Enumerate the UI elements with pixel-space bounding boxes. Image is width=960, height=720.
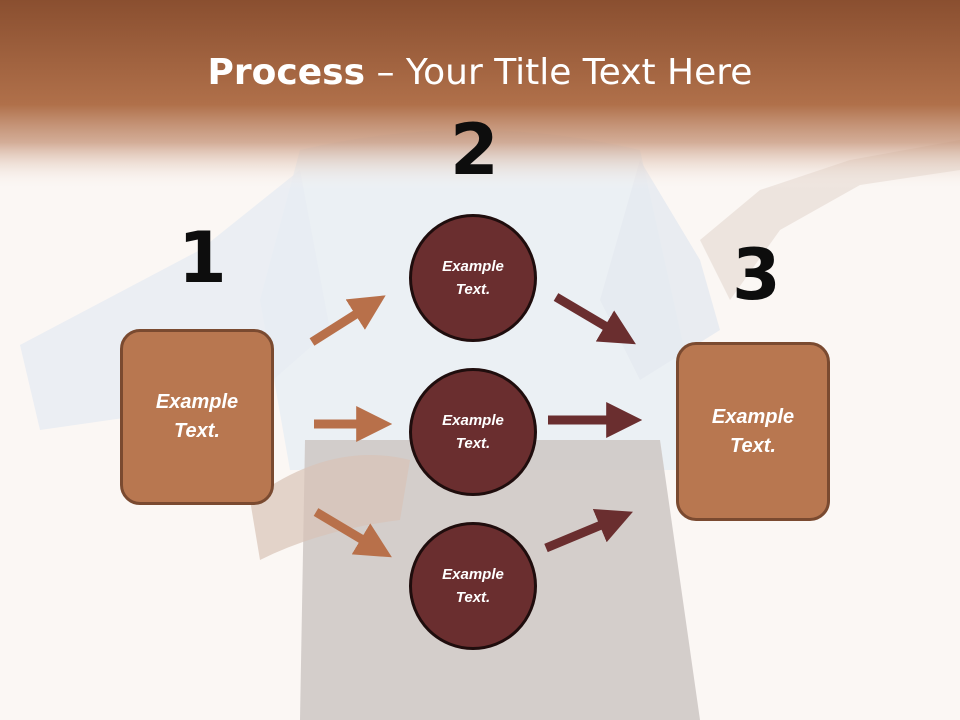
step-1-box: Example Text. xyxy=(120,329,274,505)
step-1-box-text: Example Text. xyxy=(155,391,239,442)
header-band xyxy=(0,0,960,190)
circle-middle-text: Example Text. xyxy=(442,412,504,452)
step-2-circle-top: Example Text. xyxy=(409,214,537,342)
title-rest: – Your Title Text Here xyxy=(365,52,753,93)
arrow-box-to-bottom-circle xyxy=(313,508,392,558)
arrow-top-circle-to-box xyxy=(553,293,636,345)
circle-bottom-text: Example Text. xyxy=(442,566,504,606)
step-2-circle-middle: Example Text. xyxy=(409,368,537,496)
arrow-bottom-circle-to-box xyxy=(544,509,633,553)
step-2-circle-bottom: Example Text. xyxy=(409,522,537,650)
step-3-box-text: Example Text. xyxy=(711,405,795,457)
arrow-box-to-top-circle xyxy=(309,295,386,346)
step-number-1: 1 xyxy=(178,217,227,299)
circle-top-text: Example Text. xyxy=(442,258,504,298)
title-bold: Process xyxy=(207,52,366,93)
step-number-3: 3 xyxy=(732,234,781,316)
faded-hand xyxy=(250,455,410,560)
step-number-2: 2 xyxy=(450,109,499,191)
step-3-box: Example Text. xyxy=(676,342,830,521)
slide-title: Process – Your Title Text Here xyxy=(0,52,960,93)
